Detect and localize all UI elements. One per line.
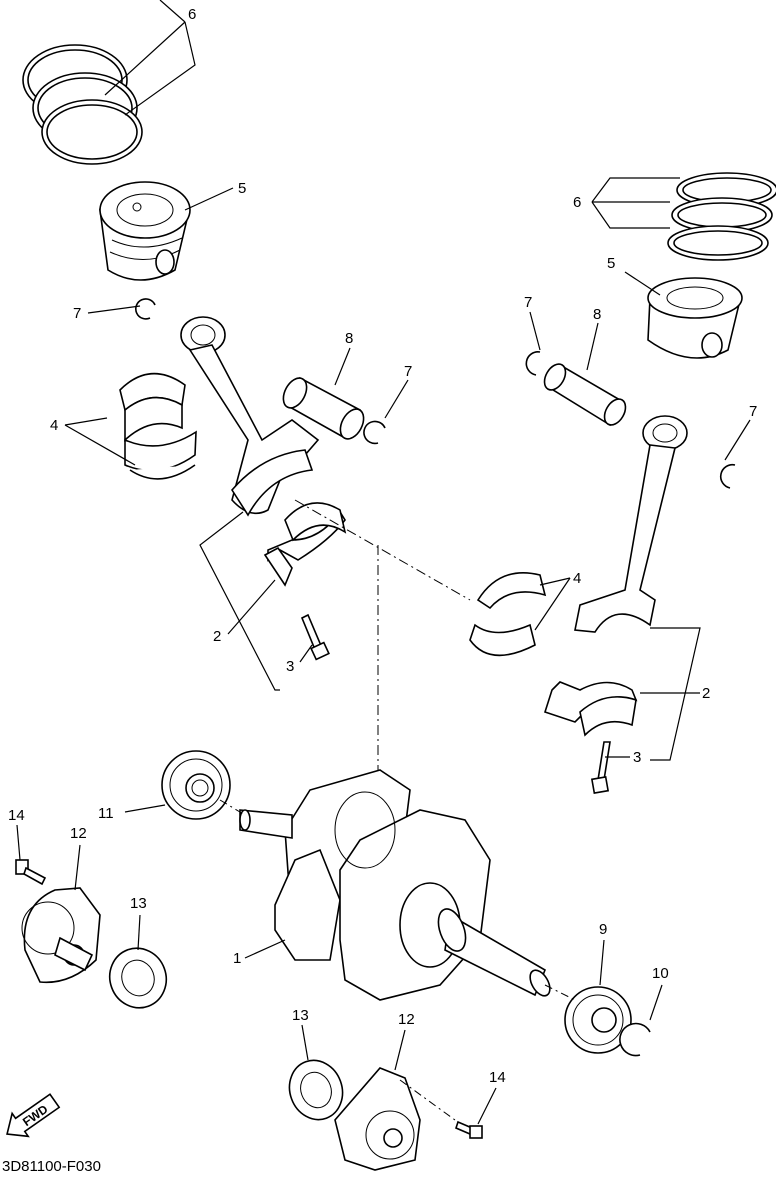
circlip-right-upper	[525, 351, 541, 376]
gear-11	[161, 750, 231, 820]
piston-rings-left	[22, 44, 143, 165]
leader-lines	[16, 0, 751, 1125]
callout-7-right: 7	[749, 403, 757, 420]
bolt-14-bottom	[455, 1120, 483, 1139]
callout-labels: 6 5 7 8 7 4 2 3 6 5 7 8 7 4 2 3 11 14 12…	[8, 6, 757, 1086]
callout-6-right: 6	[573, 194, 581, 211]
circlip-left-upper	[135, 298, 156, 320]
bearing-13-left	[108, 947, 168, 1009]
rod-cap-left	[263, 502, 347, 587]
crankshaft	[239, 769, 551, 1001]
callout-6-left: 6	[188, 6, 196, 23]
callout-3-right: 3	[633, 749, 641, 766]
callout-7-right-upper: 7	[524, 294, 532, 311]
balancer-left	[21, 887, 101, 984]
diagram-code: 3D81100-F030	[2, 1158, 101, 1175]
rod-cap-right	[543, 681, 638, 737]
piston-pin-left	[282, 376, 365, 440]
fwd-arrow: FWD	[6, 1093, 61, 1138]
callout-14-left: 14	[8, 807, 25, 824]
callout-3-left: 3	[286, 658, 294, 675]
rod-bolt-right	[590, 741, 611, 795]
callout-8-right: 8	[593, 306, 601, 323]
callout-5-left: 5	[238, 180, 246, 197]
callout-14-bottom: 14	[489, 1069, 506, 1086]
circlip-left-mid	[363, 420, 386, 445]
callout-10: 10	[652, 965, 669, 982]
callout-13-bottom: 13	[292, 1007, 309, 1024]
piston-right	[647, 277, 743, 359]
callout-2-right: 2	[702, 685, 710, 702]
callout-4-right: 4	[573, 570, 581, 587]
callout-13-left: 13	[130, 895, 147, 912]
connecting-rod-left	[180, 316, 320, 517]
bolt-14-left	[15, 859, 47, 886]
circlip-right-mid	[719, 463, 736, 489]
balancer-bottom	[334, 1067, 421, 1171]
bearing-shells-right	[469, 571, 547, 657]
gear-9	[564, 986, 632, 1054]
piston-pin-right	[543, 363, 627, 427]
callout-4-left: 4	[50, 417, 58, 434]
callout-12-left: 12	[70, 825, 87, 842]
callout-1: 1	[233, 950, 241, 967]
piston-left	[98, 181, 191, 281]
callout-8-left: 8	[345, 330, 353, 347]
callout-11: 11	[98, 805, 114, 822]
callout-7-left-mid: 7	[404, 363, 412, 380]
callout-2-left: 2	[213, 628, 221, 645]
bearing-shells-left	[119, 372, 197, 480]
bearing-13-bottom	[288, 1059, 344, 1121]
callout-12-bottom: 12	[398, 1011, 415, 1028]
piston-rings-right	[667, 172, 776, 261]
connecting-rod-right	[574, 415, 688, 633]
callout-7-left-upper: 7	[73, 305, 81, 322]
callout-9: 9	[599, 921, 607, 938]
circlip-10	[619, 1022, 651, 1057]
rod-bolt-left	[300, 613, 330, 661]
callout-5-right: 5	[607, 255, 615, 272]
